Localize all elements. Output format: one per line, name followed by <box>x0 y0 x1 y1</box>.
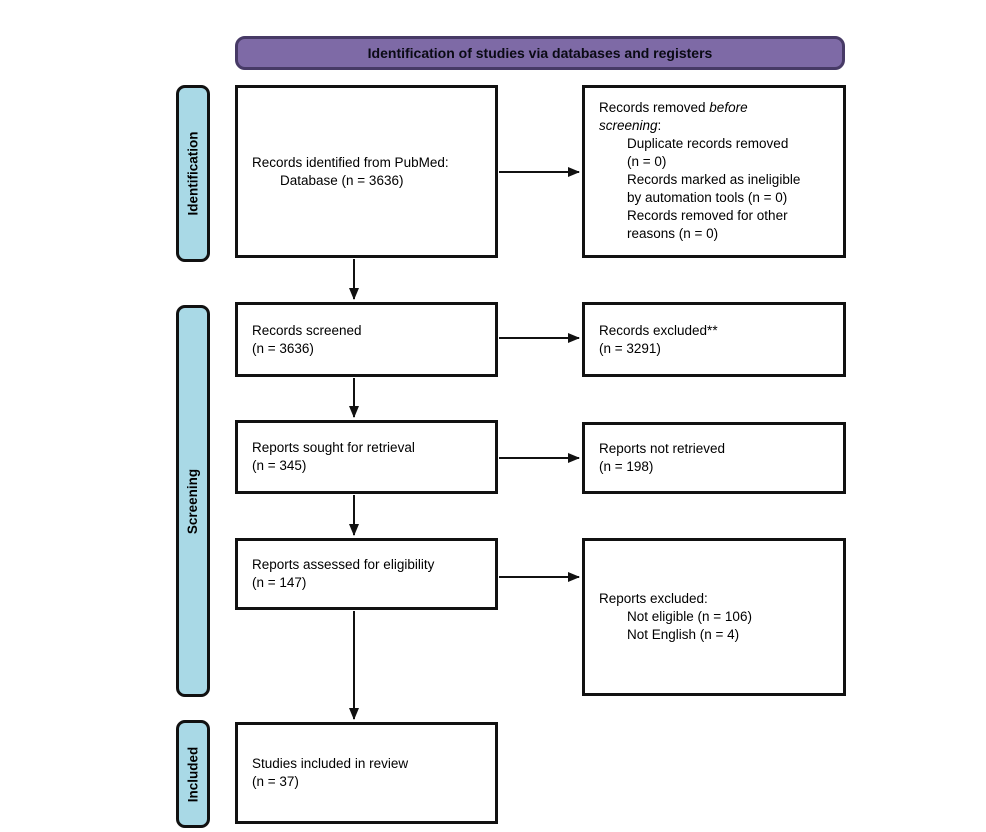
stage-included-label: Included <box>185 746 201 802</box>
box-text-line: (n = 345) <box>252 458 307 473</box>
box-reports-sought: Reports sought for retrieval (n = 345) <box>235 420 498 494</box>
box-text-line: by automation tools (n = 0) <box>627 190 788 205</box>
stage-identification: Identification <box>176 85 210 262</box>
box-text-line: (n = 147) <box>252 575 307 590</box>
stage-screening-label: Screening <box>185 468 201 534</box>
box-text-line: Studies included in review <box>252 756 409 771</box>
stage-included: Included <box>176 720 210 828</box>
box-text-line: Reports excluded: <box>599 591 708 606</box>
box-text-line: Records removed for other <box>627 208 788 223</box>
box-studies-included: Studies included in review (n = 37) <box>235 722 498 824</box>
box-text-line: (n = 37) <box>252 774 299 789</box>
box-text-line: Records identified from PubMed: <box>252 154 449 170</box>
box-text-line: Reports not retrieved <box>599 441 726 456</box>
box-text-line: Records removed before <box>599 100 748 115</box>
header-banner: Identification of studies via databases … <box>235 36 845 70</box>
box-text-line: Reports sought for retrieval <box>252 440 415 455</box>
box-reports-not-retrieved: Reports not retrieved (n = 198) <box>582 422 846 494</box>
box-text-line: Records screened <box>252 322 362 338</box>
stage-screening: Screening <box>176 305 210 697</box>
box-text-line: Database (n = 3636) <box>280 172 404 188</box>
box-records-removed: Records removed before screening: Duplicat… <box>582 85 846 258</box>
box-text-line: (n = 3636) <box>252 340 314 356</box>
box-text-line: Duplicate records removed <box>627 136 789 151</box>
box-text-line: Not English (n = 4) <box>627 627 740 642</box>
box-text-line: screening: <box>599 118 662 133</box>
box-text-line: (n = 3291) <box>599 340 661 356</box>
box-text-line: Not eligible (n = 106) <box>627 609 752 624</box>
box-text-line: (n = 0) <box>627 154 667 169</box>
box-text-line: Records excluded** <box>599 322 718 338</box>
box-reports-assessed: Reports assessed for eligibility (n = 147… <box>235 538 498 610</box>
box-records-excluded: Records excluded** (n = 3291) <box>582 302 846 377</box>
header-banner-title: Identification of studies via databases … <box>367 45 713 61</box>
box-reports-excluded: Reports excluded: Not eligible (n = 106) N… <box>582 538 846 696</box>
stage-identification-label: Identification <box>185 131 201 216</box>
box-records-identified: Records identified from PubMed: Database … <box>235 85 498 258</box>
box-text-line: Reports assessed for eligibility <box>252 557 435 572</box>
box-text-line: Records marked as ineligible <box>627 172 801 187</box>
box-text-line: reasons (n = 0) <box>627 226 719 241</box>
box-records-screened: Records screened (n = 3636) <box>235 302 498 377</box>
box-text-line: (n = 198) <box>599 459 654 474</box>
